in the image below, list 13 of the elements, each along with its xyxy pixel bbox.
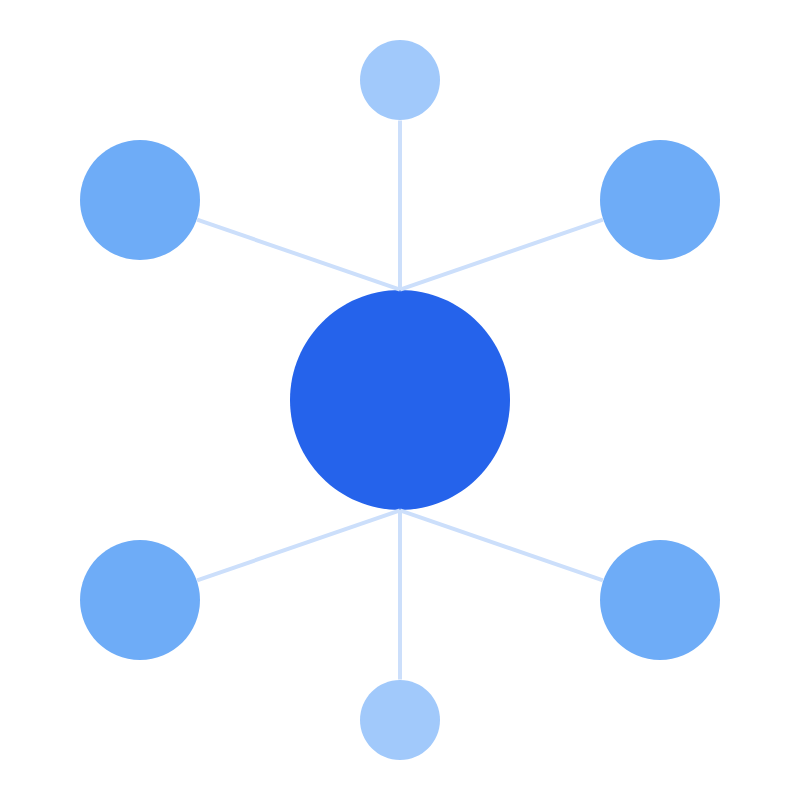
circle (80, 140, 200, 260)
circle (80, 540, 200, 660)
connector-line (398, 120, 402, 290)
connector-line (196, 217, 401, 292)
circle (600, 540, 720, 660)
circle (360, 40, 440, 120)
connector-line (399, 508, 604, 583)
connector-line (398, 510, 402, 680)
hub-circle (290, 290, 510, 510)
connector-line (196, 508, 401, 583)
circle (600, 140, 720, 260)
circle (360, 680, 440, 760)
connector-line (399, 217, 604, 292)
